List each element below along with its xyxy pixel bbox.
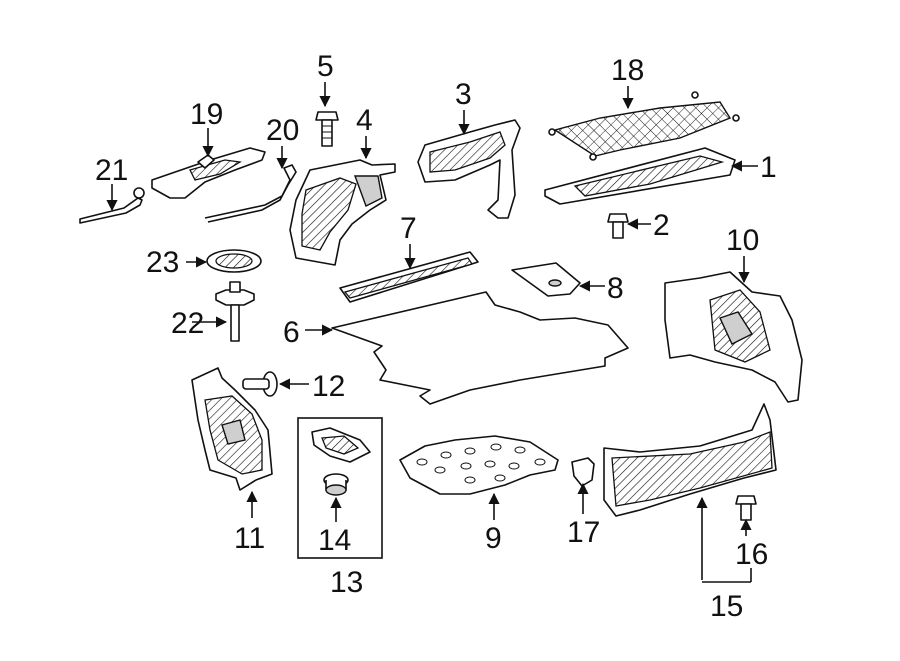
part-9-floor-panel[interactable]: [399, 435, 559, 495]
callout-17: 17: [567, 516, 600, 549]
callout-18: 18: [611, 54, 644, 87]
part-19-jack[interactable]: [151, 147, 266, 199]
callout-12: 12: [312, 370, 345, 403]
part-16-bolt[interactable]: [735, 495, 757, 521]
part-13-bracket[interactable]: [311, 427, 371, 463]
part-10-quarter-trim[interactable]: [664, 271, 803, 403]
callout-4: 4: [356, 104, 373, 137]
callout-6: 6: [283, 316, 300, 349]
callout-13: 13: [330, 566, 363, 599]
part-2-clip[interactable]: [607, 213, 629, 239]
part-7-cross-bar[interactable]: [339, 251, 479, 303]
part-23-spacer[interactable]: [206, 249, 262, 273]
leader-lines: [106, 82, 758, 583]
part-11-side-panel[interactable]: [191, 367, 273, 491]
callout-10: 10: [726, 224, 759, 257]
kit-13-box[interactable]: [297, 417, 383, 559]
callout-labels: 1 2 3 4 5 6 7 8 9 10 11 12 13 14 15 16 1…: [95, 50, 777, 623]
part-6-floor-mat[interactable]: [331, 291, 629, 405]
part-4-trim-panel[interactable]: [289, 159, 396, 266]
part-20-rod[interactable]: [204, 164, 297, 223]
part-14-nut[interactable]: [323, 473, 349, 496]
part-1-cargo-tray[interactable]: [544, 147, 736, 205]
part-18-cargo-net[interactable]: [548, 91, 740, 161]
part-17-clip[interactable]: [571, 457, 595, 487]
callout-8: 8: [607, 272, 624, 305]
part-12-push-pin[interactable]: [242, 371, 278, 397]
callout-7: 7: [400, 212, 417, 245]
callout-21: 21: [95, 154, 128, 187]
callout-20: 20: [266, 114, 299, 147]
callout-5: 5: [317, 50, 334, 83]
callout-2: 2: [653, 209, 670, 242]
callout-3: 3: [455, 78, 472, 111]
callout-14: 14: [318, 524, 351, 557]
callout-15: 15: [710, 590, 743, 623]
callout-1: 1: [760, 151, 777, 184]
part-5-bolt[interactable]: [315, 111, 339, 147]
part-21-jack-handle[interactable]: [79, 187, 145, 224]
callout-16: 16: [735, 538, 768, 571]
part-3-side-trim[interactable]: [417, 119, 521, 219]
callout-23: 23: [146, 246, 179, 279]
callout-9: 9: [485, 522, 502, 555]
part-8-cover-plate[interactable]: [511, 262, 581, 297]
part-22-wing-bolt[interactable]: [215, 281, 255, 342]
callout-19: 19: [190, 98, 223, 131]
callout-22: 22: [171, 307, 204, 340]
callout-11: 11: [234, 522, 265, 555]
part-15-sill-plate[interactable]: [603, 403, 777, 517]
